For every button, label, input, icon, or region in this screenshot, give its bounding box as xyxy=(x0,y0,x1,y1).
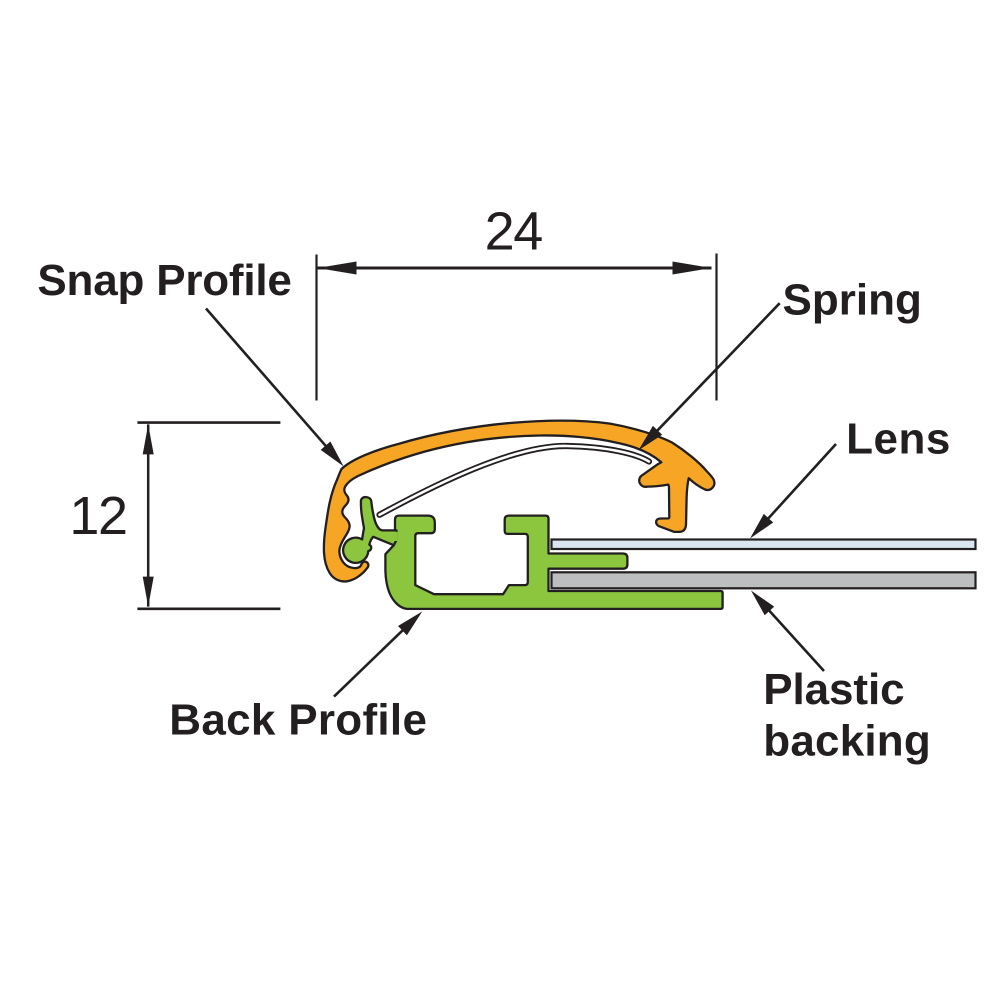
svg-text:12: 12 xyxy=(69,486,126,546)
svg-text:backing: backing xyxy=(763,717,931,766)
svg-text:24: 24 xyxy=(485,202,543,262)
svg-text:Plastic: Plastic xyxy=(763,665,904,714)
svg-text:Spring: Spring xyxy=(783,276,922,325)
svg-text:Lens: Lens xyxy=(846,414,951,463)
svg-text:Snap Profile: Snap Profile xyxy=(37,256,291,305)
svg-text:Back Profile: Back Profile xyxy=(169,696,427,745)
